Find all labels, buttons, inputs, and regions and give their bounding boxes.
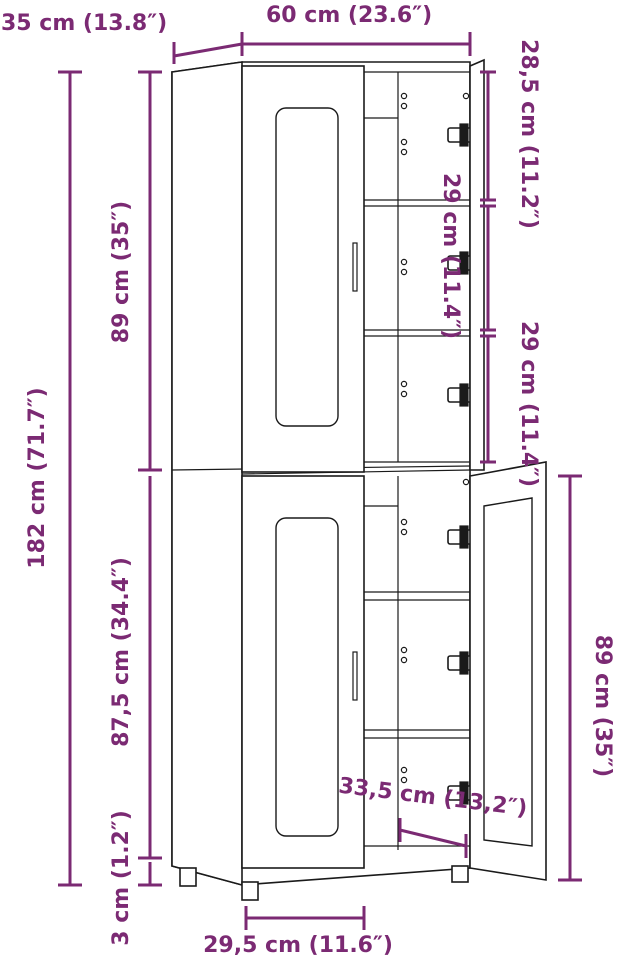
dimension-lines bbox=[58, 32, 582, 930]
total-height-label: 182 cm (71.7″) bbox=[25, 387, 50, 568]
lower-interior bbox=[364, 476, 470, 850]
hinges bbox=[447, 123, 477, 805]
upper-door-handle bbox=[352, 242, 358, 292]
lower-door-height-label: 89 cm (35″) bbox=[590, 635, 615, 777]
lower-door-handle bbox=[352, 651, 358, 701]
width-label: 60 cm (23.6″) bbox=[266, 3, 432, 28]
lower-door-glass bbox=[275, 517, 339, 837]
lower-height-label: 87,5 cm (34.4″) bbox=[109, 557, 134, 747]
cabinet-foot-right bbox=[451, 865, 469, 883]
mid-compartment-a-label: 29 cm (11.4″) bbox=[438, 173, 463, 339]
depth-label: 35 cm (13.8″) bbox=[1, 11, 167, 36]
cabinet-foot-left bbox=[179, 867, 197, 887]
cabinet-illustration bbox=[171, 58, 547, 901]
cabinet-foot-front bbox=[241, 881, 259, 901]
inner-width-label: 29,5 cm (11.6″) bbox=[203, 933, 393, 958]
upper-door-glass bbox=[275, 107, 339, 427]
upper-interior bbox=[364, 71, 470, 463]
cabinet-side-panel bbox=[171, 61, 243, 887]
plinth-height-label: 3 cm (1.2″) bbox=[109, 810, 134, 946]
upper-height-label: 89 cm (35″) bbox=[109, 201, 134, 343]
shelf-pin-holes bbox=[400, 92, 470, 784]
upper-right-door-open bbox=[469, 58, 485, 471]
lower-open-door-glass bbox=[483, 497, 533, 847]
top-compartment-label: 28,5 cm (11.2″) bbox=[516, 39, 541, 229]
dimension-labels: 35 cm (13.8″) 60 cm (23.6″) 182 cm (71.7… bbox=[1, 3, 615, 958]
mid-compartment-b-label: 29 cm (11.4″) bbox=[516, 321, 541, 487]
